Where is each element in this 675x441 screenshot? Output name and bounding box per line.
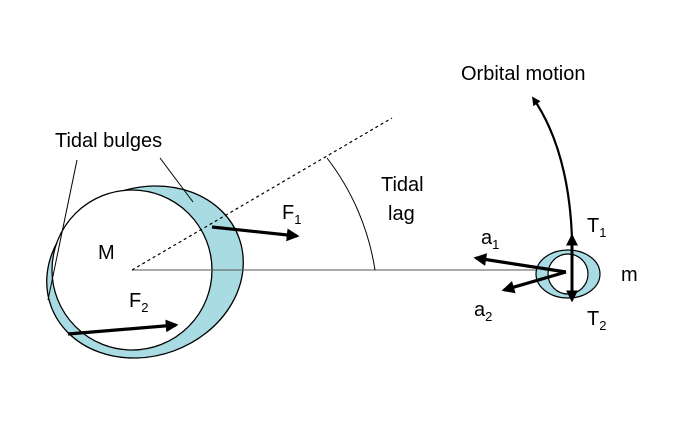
accel-a1-arrow: [473, 253, 567, 274]
orbital-motion-label: Orbital motion: [461, 63, 586, 85]
force-f2-label: F2: [129, 290, 148, 315]
tidal-bulges-label: Tidal bulges: [55, 130, 162, 152]
mass-small-label: m: [621, 264, 638, 286]
force-f1-arrow: [211, 225, 300, 242]
accel-a2-arrow: [501, 270, 567, 294]
tidal-lag-label-line2: lag: [388, 203, 415, 225]
tidal-t1-label: T1: [587, 215, 606, 240]
accel-a1-label: a1: [481, 227, 499, 252]
tidal-lag-arc: [326, 157, 376, 271]
tidal-t2-label: T2: [587, 308, 606, 333]
tidal-lag-label-line1: Tidal: [381, 174, 424, 196]
tidal-bulges-pointer-line-right: [159, 157, 194, 203]
force-f1-label: F1: [282, 202, 301, 227]
tidal-bulges-pointer-line-left: [47, 159, 78, 301]
accel-a2-label: a2: [474, 299, 492, 324]
mass-big-label: M: [98, 242, 115, 264]
force-f2-arrow: [67, 319, 179, 336]
bulge-axis-dashed-line: [131, 117, 393, 271]
orbital-motion-arrow: [532, 96, 574, 269]
